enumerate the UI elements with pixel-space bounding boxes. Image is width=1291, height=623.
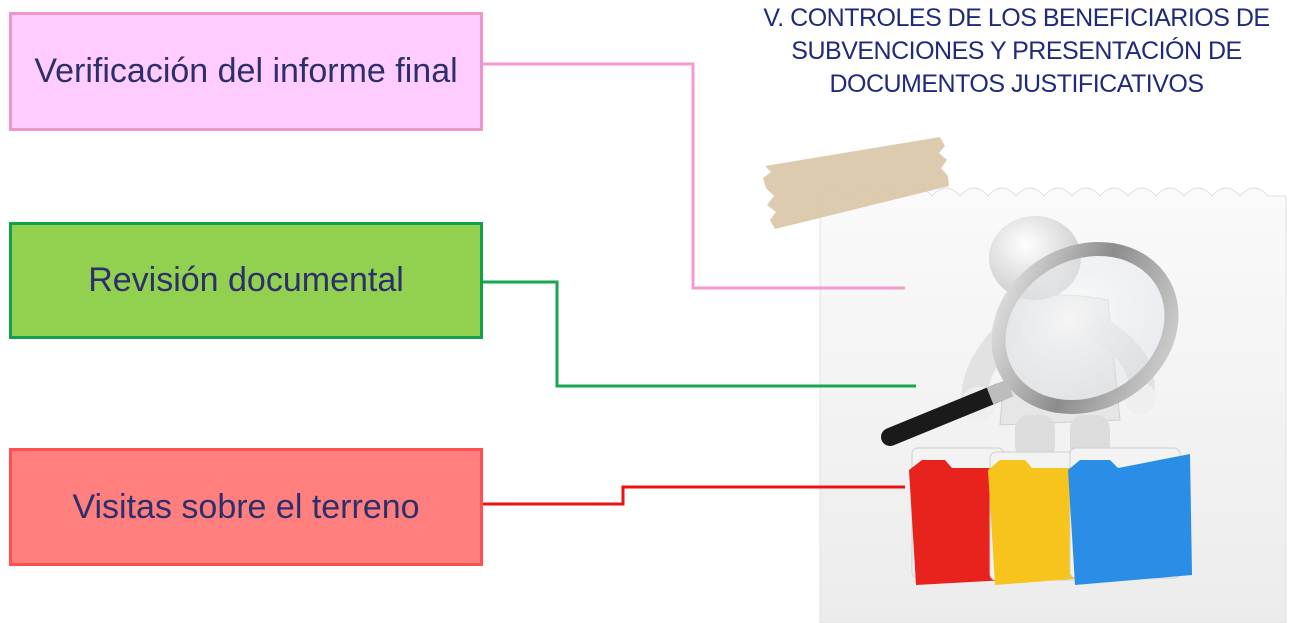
connector-document-review [483, 280, 916, 388]
person-with-magnifier-icon [881, 216, 1179, 460]
diagram-title: V. CONTROLES DE LOS BENEFICIARIOS DE SUB… [742, 2, 1291, 101]
site-visits-box: Visitas sobre el terreno [9, 448, 483, 566]
title-line-1: V. CONTROLES DE LOS BENEFICIARIOS DE [763, 4, 1270, 32]
folders-icon [909, 447, 1192, 585]
title-line-2: SUBVENCIONES Y PRESENTACIÓN DE [791, 37, 1242, 65]
verification-label: Verificación del informe final [34, 52, 458, 90]
connector-site-visits [483, 485, 905, 506]
document-review-box: Revisión documental [9, 222, 483, 339]
document-review-label: Revisión documental [88, 261, 404, 299]
connector-verification [483, 62, 905, 290]
site-visits-label: Visitas sobre el terreno [72, 487, 420, 526]
title-line-3: DOCUMENTOS JUSTIFICATIVOS [829, 70, 1204, 98]
tape-icon [763, 137, 949, 229]
verification-box: Verificación del informe final [9, 12, 483, 131]
